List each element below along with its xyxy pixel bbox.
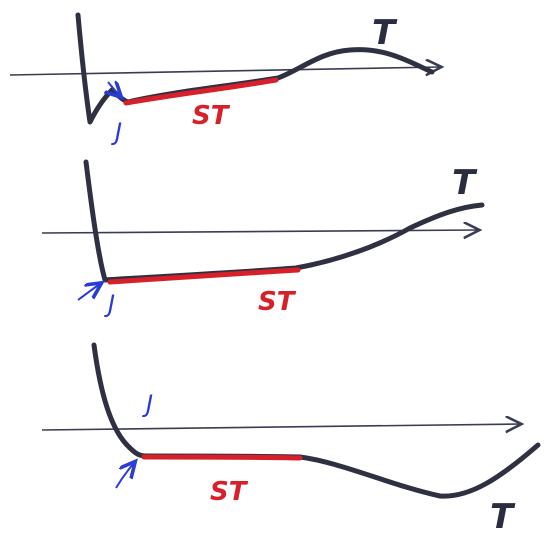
j-point-label-bottom: J: [142, 390, 153, 418]
panel-top: J ST T: [9, 12, 440, 146]
t-wave-label-top: T: [372, 13, 398, 53]
baseline-top: [9, 67, 440, 75]
j-point-label-top: J: [111, 118, 122, 146]
j-point-label-middle: J: [104, 290, 115, 318]
j-point-arrow-top: [108, 82, 120, 96]
baseline-middle: [41, 230, 478, 233]
st-segment-bottom: [141, 454, 303, 461]
ecg-trace-bottom: [91, 342, 541, 499]
st-segment-label-middle: ST: [258, 287, 297, 317]
st-segment-middle: [107, 267, 301, 285]
t-wave-label-bottom: T: [490, 497, 516, 537]
t-wave-label-middle: T: [452, 163, 478, 203]
panel-middle: J ST T: [41, 159, 485, 318]
baseline-bottom: [41, 424, 520, 430]
st-segment-top: [123, 77, 279, 106]
st-segment-label-bottom: ST: [210, 477, 249, 507]
ecg-trace-middle: [83, 159, 485, 283]
j-point-arrow-middle: [77, 284, 100, 301]
j-point-arrow-bottom: [115, 463, 134, 489]
st-segment-label-top: ST: [192, 101, 231, 131]
panel-bottom: J ST T: [41, 342, 541, 537]
